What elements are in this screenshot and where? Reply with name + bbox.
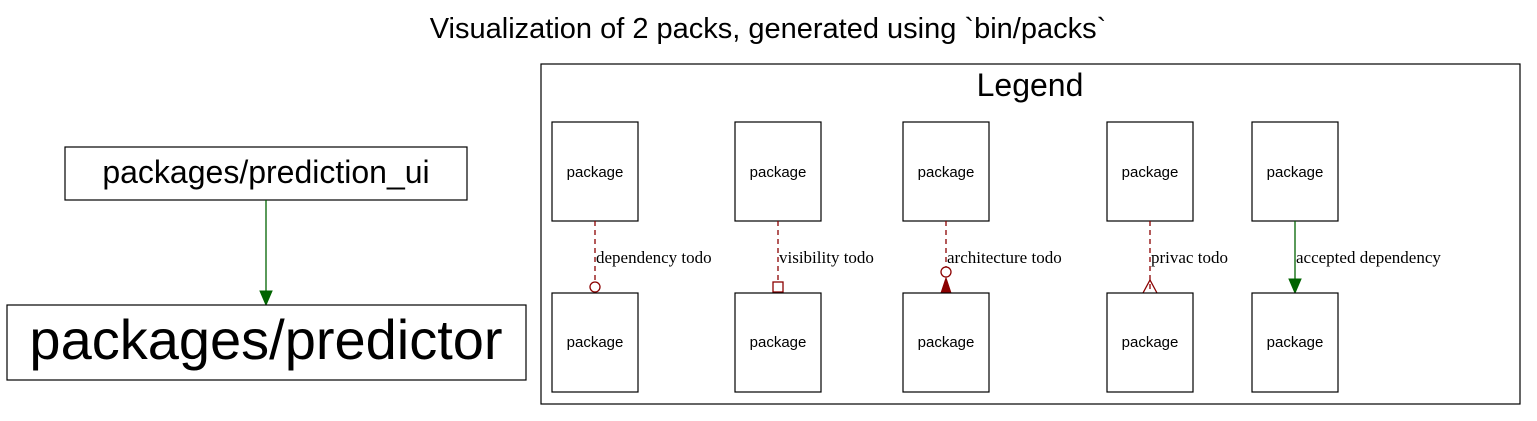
svg-text:package: package [918, 334, 975, 351]
open-square-arrowhead-icon [772, 281, 784, 293]
legend-node-bottom[interactable]: package [734, 292, 822, 393]
legend-node-bottom[interactable]: package [551, 292, 639, 393]
legend-item-visibility-todo: package visibility todo package [734, 121, 874, 393]
legend: Legend package dependency todo package p… [540, 63, 1521, 405]
legend-edge-label: privac todo [1151, 248, 1228, 267]
pack-node-label: packages/prediction_ui [102, 154, 429, 190]
pack-node-prediction-ui[interactable]: packages/prediction_ui [64, 146, 468, 201]
legend-node-bottom[interactable]: package [1251, 292, 1339, 393]
pack-node-predictor[interactable]: packages/predictor [6, 304, 527, 381]
legend-edge-label: visibility todo [779, 248, 874, 267]
filled-arrowhead-icon [1288, 278, 1302, 295]
filled-arrowhead-icon [259, 290, 273, 307]
svg-text:package: package [918, 164, 975, 181]
open-circle-arrowhead-icon [940, 266, 952, 278]
legend-item-architecture-todo: package architecture todo package [902, 121, 1062, 393]
legend-edge-label: accepted dependency [1296, 248, 1441, 267]
svg-text:package: package [1267, 164, 1324, 181]
legend-node-bottom[interactable]: package [1106, 292, 1194, 393]
legend-node-bottom[interactable]: package [902, 292, 990, 393]
legend-edge-label: dependency todo [596, 248, 712, 267]
legend-node-top[interactable]: package [1251, 121, 1339, 222]
svg-text:package: package [1267, 334, 1324, 351]
legend-item-privacy-todo: package privac todo package [1106, 121, 1228, 393]
legend-title: Legend [977, 67, 1084, 103]
svg-text:package: package [750, 164, 807, 181]
legend-item-dependency-todo: package dependency todo package [551, 121, 712, 393]
svg-text:package: package [1122, 334, 1179, 351]
svg-text:package: package [567, 164, 624, 181]
svg-text:package: package [750, 334, 807, 351]
legend-frame [540, 63, 1521, 405]
accepted-dependency-edge [259, 200, 273, 307]
pack-node-label: packages/predictor [29, 308, 502, 371]
legend-edge-label: architecture todo [947, 248, 1062, 267]
svg-text:package: package [567, 334, 624, 351]
legend-node-top[interactable]: package [551, 121, 639, 222]
legend-item-accepted-dependency: package accepted dependency package [1251, 121, 1441, 393]
legend-node-top[interactable]: package [902, 121, 990, 222]
svg-text:package: package [1122, 164, 1179, 181]
legend-node-top[interactable]: package [1106, 121, 1194, 222]
crow-arrowhead-icon [1142, 278, 1158, 294]
legend-node-top[interactable]: package [734, 121, 822, 222]
diagram-title: Visualization of 2 packs, generated usin… [430, 13, 1107, 45]
open-circle-arrowhead-icon [589, 281, 601, 293]
